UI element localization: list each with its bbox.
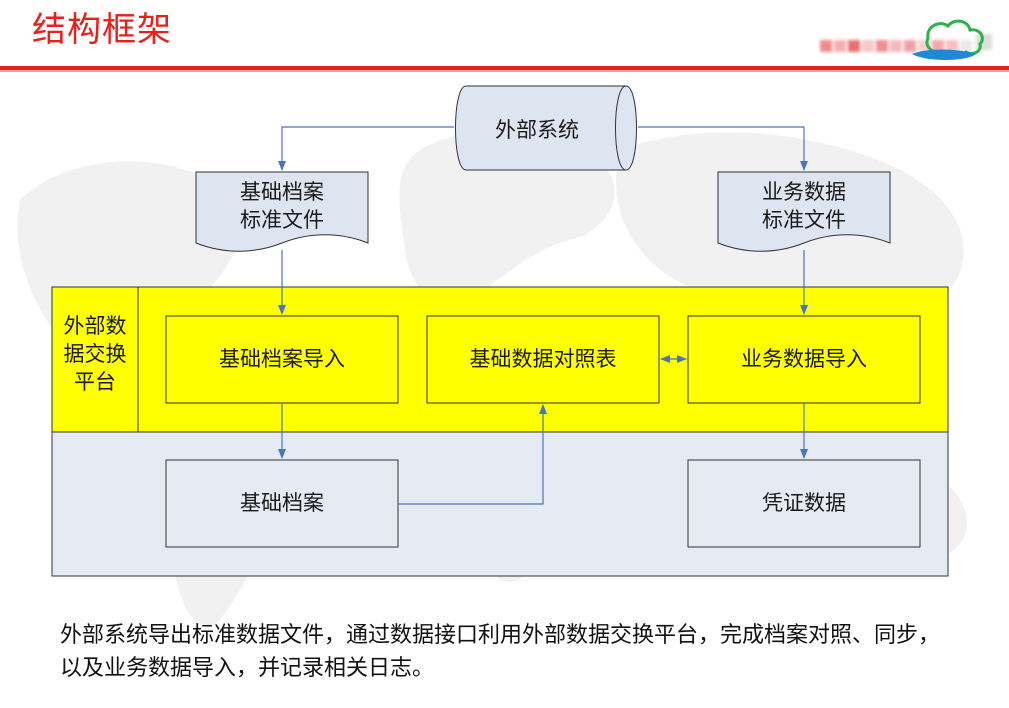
box-base-archive: 基础档案 <box>165 459 399 548</box>
svg-text:业务数据: 业务数据 <box>762 180 846 204</box>
external-system-node: 外部系统 <box>455 85 637 171</box>
box-base-import: 基础档案导入 <box>165 315 399 404</box>
svg-text:基础档案: 基础档案 <box>240 180 324 204</box>
svg-text:基础档案: 基础档案 <box>240 491 324 515</box>
doc-base-standard-file: 基础档案 标准文件 <box>195 171 369 252</box>
svg-text:凭证数据: 凭证数据 <box>762 491 846 515</box>
arrow-archive-to-mapping <box>398 404 547 505</box>
box-voucher-data: 凭证数据 <box>687 459 921 548</box>
svg-text:平台: 平台 <box>74 370 116 394</box>
svg-text:基础档案导入: 基础档案导入 <box>219 347 345 371</box>
svg-text:标准文件: 标准文件 <box>762 208 846 232</box>
arrow-external-to-business-doc <box>638 126 808 171</box>
platform-label: 外部数 据交换 平台 <box>64 314 127 394</box>
arrow-external-to-base-doc <box>278 126 454 171</box>
box-mapping-table: 基础数据对照表 <box>426 315 660 404</box>
svg-text:标准文件: 标准文件 <box>240 208 324 232</box>
cloud-icon <box>912 19 984 60</box>
svg-text:业务数据导入: 业务数据导入 <box>741 347 867 371</box>
company-logo <box>820 19 992 60</box>
external-system-label: 外部系统 <box>495 118 579 142</box>
doc-business-standard-file: 业务数据 标准文件 <box>717 171 891 252</box>
slide-title: 结构框架 <box>32 10 172 50</box>
svg-text:据交换: 据交换 <box>64 342 127 366</box>
slide-caption: 外部系统导出标准数据文件，通过数据接口利用外部数据交换平台，完成档案对照、同步，… <box>60 623 941 681</box>
svg-text:基础数据对照表: 基础数据对照表 <box>470 347 617 371</box>
box-business-import: 业务数据导入 <box>687 315 921 404</box>
svg-text:外部数: 外部数 <box>64 314 127 338</box>
title-underline <box>0 66 1009 72</box>
